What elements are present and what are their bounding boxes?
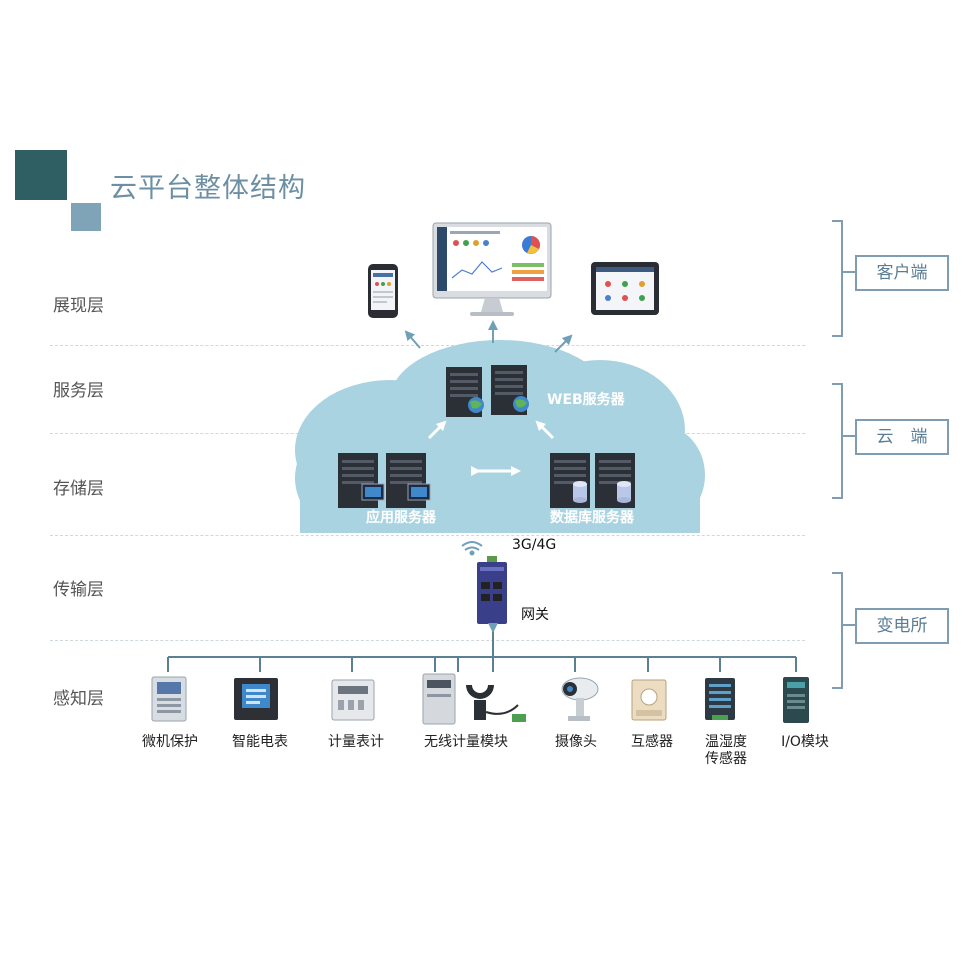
io-module-icon bbox=[783, 677, 809, 723]
phone-icon bbox=[368, 264, 398, 318]
device-label: 互感器 bbox=[631, 734, 673, 750]
gateway-label: 网关 bbox=[521, 607, 549, 623]
layer-separator bbox=[50, 345, 805, 346]
web-server-label: WEB服务器 bbox=[547, 392, 625, 408]
device-label: 摄像头 bbox=[555, 734, 597, 750]
camera-icon bbox=[561, 677, 599, 721]
bracket-client bbox=[832, 220, 855, 337]
gateway-icon bbox=[477, 556, 507, 624]
device-label: 智能电表 bbox=[232, 734, 288, 750]
layer-label-service: 服务层 bbox=[53, 381, 104, 401]
header-square-dark bbox=[15, 150, 67, 200]
device-label-line2: 传感器 bbox=[705, 751, 747, 767]
arrow-to-phone bbox=[404, 330, 421, 349]
db-server-icon bbox=[550, 453, 635, 508]
layer-separator bbox=[50, 640, 805, 641]
device-label: I/O模块 bbox=[781, 734, 829, 750]
arrow-db-to-web bbox=[535, 420, 555, 440]
layer-label-storage: 存储层 bbox=[53, 479, 104, 499]
app-server-label: 应用服务器 bbox=[366, 510, 436, 526]
tablet-icon bbox=[591, 262, 659, 315]
page-title: 云平台整体结构 bbox=[110, 173, 306, 204]
wireless-module-icon bbox=[422, 673, 526, 725]
web-server-icon bbox=[446, 365, 529, 417]
layer-label-presentation: 展现层 bbox=[53, 296, 104, 316]
group-box-cloud: 云 端 bbox=[855, 419, 949, 455]
network-label: 3G/4G bbox=[512, 537, 557, 553]
layer-separator bbox=[50, 535, 805, 536]
device-bus bbox=[167, 648, 797, 672]
wifi-icon bbox=[461, 541, 483, 556]
bracket-substation bbox=[832, 572, 855, 689]
db-server-label: 数据库服务器 bbox=[550, 510, 634, 526]
group-box-substation: 变电所 bbox=[855, 608, 949, 644]
device-label: 无线计量模块 bbox=[424, 734, 508, 750]
energy-meter-icon bbox=[331, 679, 375, 721]
device-label: 计量表计 bbox=[328, 734, 384, 750]
layer-label-transport: 传输层 bbox=[53, 580, 104, 600]
group-box-client: 客户端 bbox=[855, 255, 949, 291]
temp-humidity-sensor-icon bbox=[705, 678, 735, 720]
arrow-to-tablet bbox=[554, 334, 573, 353]
arrow-app-to-web bbox=[427, 420, 447, 440]
layer-label-perception: 感知层 bbox=[53, 689, 104, 709]
header-square-light bbox=[71, 203, 101, 231]
bracket-cloud bbox=[832, 383, 855, 499]
device-label: 微机保护 bbox=[142, 734, 198, 750]
relay-protection-icon bbox=[151, 676, 187, 722]
monitor-icon bbox=[432, 222, 552, 316]
device-label: 温湿度 bbox=[705, 734, 747, 750]
smart-meter-icon bbox=[234, 678, 278, 720]
app-server-icon bbox=[338, 453, 431, 508]
transformer-icon bbox=[631, 679, 667, 721]
